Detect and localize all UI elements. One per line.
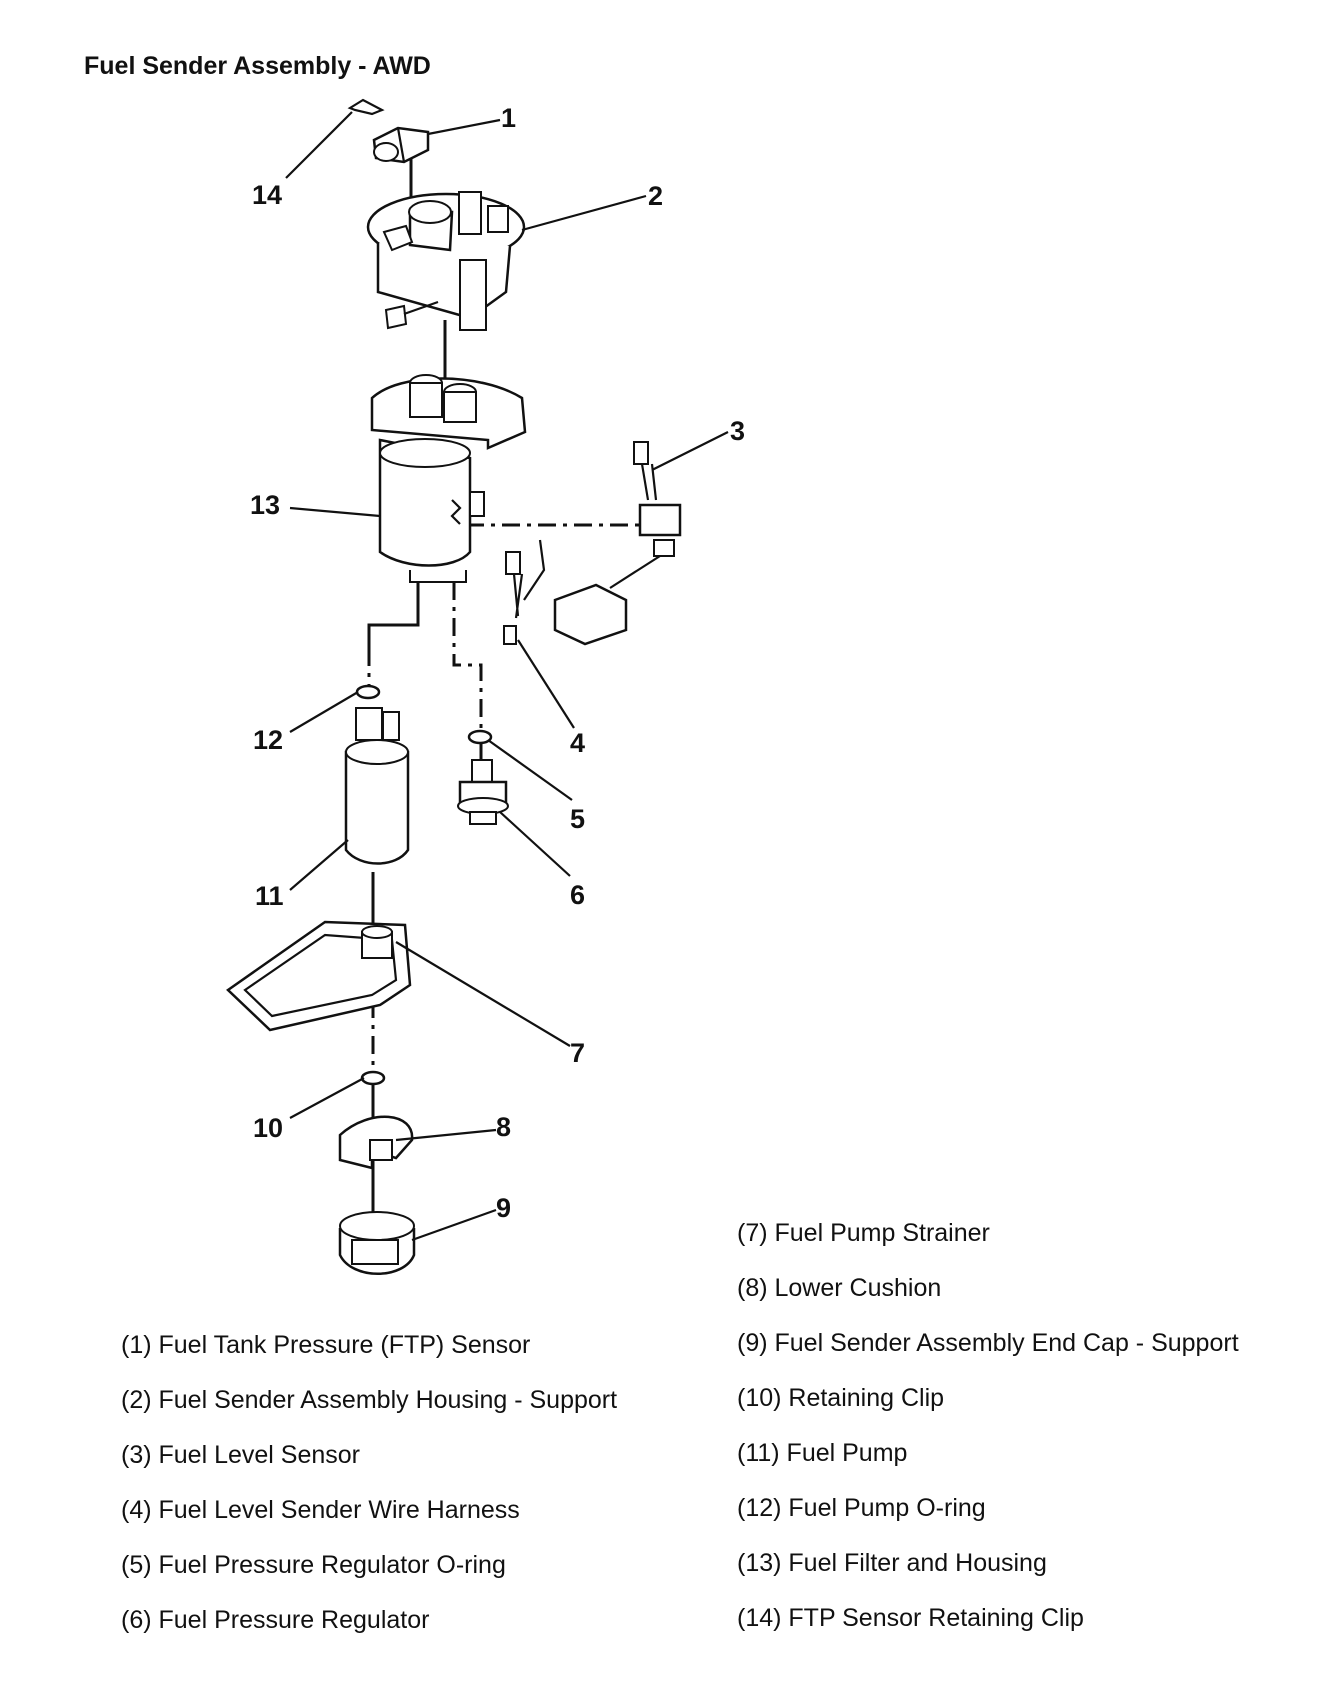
lower-cushion-part [338, 1115, 414, 1170]
legend-item-13: (13) Fuel Filter and Housing [737, 1549, 1047, 1577]
regulator-o-ring-part [467, 729, 493, 745]
legend-item-8: (8) Lower Cushion [737, 1274, 942, 1302]
callout-13: 13 [250, 490, 281, 520]
legend-right: (7) Fuel Pump Strainer (8) Lower Cushion… [737, 1218, 1239, 1658]
callout-1: 1 [501, 103, 517, 133]
legend-item-10: (10) Retaining Clip [737, 1384, 945, 1412]
callout-3: 3 [730, 416, 746, 446]
callout-6: 6 [570, 880, 586, 910]
callout-14: 14 [252, 180, 283, 210]
legend-item-6: (6) Fuel Pressure Regulator [121, 1606, 430, 1634]
callout-2: 2 [648, 181, 664, 211]
callout-10: 10 [253, 1113, 284, 1143]
fuel-pressure-regulator-part [457, 759, 509, 825]
callout-4: 4 [570, 728, 586, 758]
legend-item-11: (11) Fuel Pump [737, 1439, 908, 1467]
end-cap-support-part [338, 1211, 416, 1275]
retaining-clip-part [360, 1070, 386, 1086]
leader-lines [285, 111, 729, 1242]
fuel-filter-housing-part [370, 374, 527, 583]
callout-7: 7 [570, 1038, 586, 1068]
fuel-pump-strainer-part [226, 920, 412, 1032]
callout-9: 9 [496, 1193, 512, 1223]
fuel-pump-o-ring-part [355, 684, 381, 700]
legend-item-3: (3) Fuel Level Sensor [121, 1441, 361, 1469]
fuel-pump-part [344, 707, 410, 865]
legend-item-2: (2) Fuel Sender Assembly Housing - Suppo… [121, 1386, 618, 1414]
legend-item-1: (1) Fuel Tank Pressure (FTP) Sensor [121, 1331, 531, 1359]
legend-item-9: (9) Fuel Sender Assembly End Cap - Suppo… [737, 1329, 1239, 1357]
assembly-axis-lines [367, 150, 640, 1220]
fuel-level-sender-harness-part [503, 539, 546, 645]
callout-12: 12 [253, 725, 284, 755]
legend-item-14: (14) FTP Sensor Retaining Clip [737, 1604, 1084, 1632]
legend-item-7: (7) Fuel Pump Strainer [737, 1219, 990, 1247]
ftp-sensor-retaining-clip-part [347, 98, 385, 116]
callout-5: 5 [570, 804, 586, 834]
legend-item-12: (12) Fuel Pump O-ring [737, 1494, 986, 1522]
ftp-sensor-part [372, 126, 430, 164]
legend-item-5: (5) Fuel Pressure Regulator O-ring [121, 1551, 506, 1579]
sender-housing-part [366, 191, 526, 331]
page-title: Fuel Sender Assembly - AWD [84, 52, 431, 80]
callout-11: 11 [255, 881, 284, 911]
fuel-level-sensor-part [553, 441, 682, 646]
callout-8: 8 [496, 1112, 512, 1142]
legend-item-4: (4) Fuel Level Sender Wire Harness [121, 1496, 520, 1524]
legend-left: (1) Fuel Tank Pressure (FTP) Sensor (2) … [121, 1330, 617, 1660]
